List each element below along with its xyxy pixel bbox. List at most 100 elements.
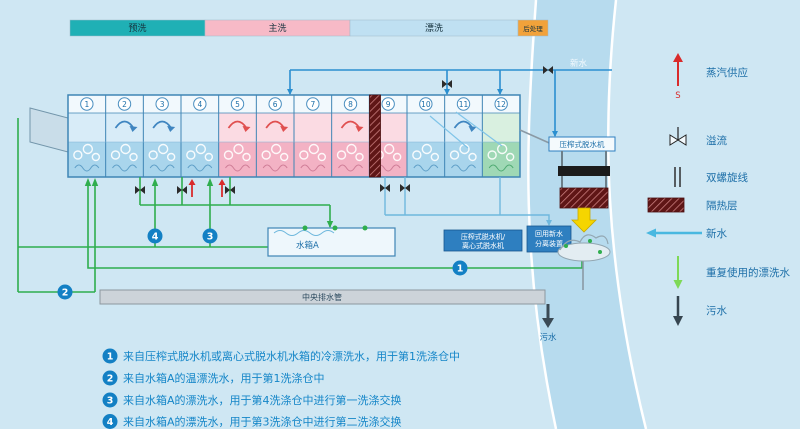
cascade-line-2: [455, 111, 503, 147]
drum-rotation-arrow: [152, 120, 172, 129]
side-legend-item-sewage-arrow: 污水: [673, 296, 727, 326]
compartment-10: 10: [406, 95, 445, 177]
compartment-number-badge: [193, 97, 207, 111]
compartment-1: 1: [67, 95, 106, 177]
drum-rotation-arrow: [265, 120, 285, 129]
compartment-number-badge: [155, 97, 169, 111]
sewage-arrow-icon: [542, 318, 554, 328]
tank-fitting: [302, 225, 308, 231]
side-legend-label: 溢流: [706, 134, 727, 147]
tank-fitting: [332, 225, 338, 231]
tank-a-label: 水箱A: [296, 240, 319, 251]
compartment-number-badge: [80, 97, 94, 111]
steam-s-label: S: [675, 91, 680, 101]
press-insulated-tank: [559, 187, 609, 209]
insulation-strip: [369, 94, 381, 178]
svg-text:1: 1: [107, 352, 114, 363]
compartment-5: 5: [218, 95, 257, 177]
compartment-number: 2: [122, 100, 127, 109]
river-edge-right: [606, 0, 648, 429]
fresh-water-top-label: 新水: [570, 58, 588, 69]
machine-outline: [67, 94, 521, 178]
wash-zone-legend-bar: 预洗 主洗 漂洗 后处理: [69, 19, 549, 37]
compartment-number: 12: [496, 100, 506, 109]
note-item-3: 3 来自水箱A的漂洗水，用于第4洗涤仓中进行第一洗涤交换: [102, 392, 402, 408]
valve-icon: [135, 186, 145, 194]
side-legend-label: 蒸汽供应: [706, 66, 748, 79]
svg-text:4: 4: [107, 417, 114, 428]
compartment-7: 7: [293, 95, 332, 177]
legend-segment-label: 主洗: [268, 22, 286, 34]
note-text: 来自水箱A的漂洗水，用于第4洗涤仓中进行第一洗涤交换: [123, 393, 402, 407]
note-item-1: 1 来自压榨式脱水机或离心式脱水机水箱的冷漂洗水，用于第1洗涤仓中: [102, 348, 460, 364]
drum-rotation-arrow: [340, 120, 361, 129]
legend-segment-2: 主洗: [204, 19, 351, 37]
side-legend-label: 新水: [706, 227, 727, 240]
sewage-label: 污水: [539, 332, 557, 343]
central-drain-pipe: 中央排水管: [99, 289, 546, 305]
svg-text:3: 3: [107, 396, 114, 407]
press-centrifuge-label-box: 压榨式脱水机/ 离心式脱水机: [443, 229, 523, 252]
river-edge-left: [527, 0, 558, 429]
drum-rotation-arrow: [227, 120, 248, 129]
valve-icon: [225, 186, 235, 194]
drum-rotation-arrow: [453, 120, 474, 129]
tank-fitting: [362, 225, 368, 231]
compartment-number-badge: [456, 97, 471, 111]
flow-marker-1: 1: [452, 260, 468, 276]
note-number-badge: [102, 414, 118, 429]
water-tank-a: 水箱A: [267, 225, 396, 257]
press-ram: [558, 166, 610, 176]
note-number-badge: [102, 348, 118, 364]
press-water-splash: [557, 242, 611, 262]
svg-text:4: 4: [152, 232, 159, 243]
flow-marker-3: 3: [202, 228, 218, 244]
valve-symbols: [135, 66, 553, 194]
compartment-number-badge: [494, 97, 508, 111]
side-legend-label: 隔热层: [706, 199, 738, 212]
valve-icon: [442, 80, 452, 88]
legend-segment-label: 漂洗: [425, 22, 443, 34]
flow-marker-2: 2: [57, 284, 73, 300]
side-legend-item-reused-rinse-arrow: 重复使用的漂洗水: [673, 256, 790, 289]
valve-icon: [543, 66, 553, 74]
legend-segment-label: 预洗: [128, 22, 146, 34]
compartment-number-badge: [306, 97, 320, 111]
side-legend-label: 双螺旋线: [706, 171, 748, 184]
drum-rotation-arrow: [114, 120, 135, 129]
valve-icon: [380, 184, 390, 192]
press-top-label-box: [548, 136, 616, 152]
side-legend-item-overflow-valve: 溢流: [669, 127, 727, 147]
note-text: 来自压榨式脱水机或离心式脱水机水箱的冷漂洗水，用于第1洗涤仓中: [123, 349, 460, 363]
central-drain-label: 中央排水管: [302, 292, 342, 302]
svg-text:3: 3: [207, 232, 214, 243]
cascade-line-1: [429, 115, 469, 149]
svg-text:分离装置: 分离装置: [535, 239, 563, 248]
compartment-8: 8: [331, 95, 370, 177]
compartment-number: 3: [160, 100, 165, 109]
svg-text:2: 2: [107, 374, 114, 385]
note-number-badge: [102, 370, 118, 386]
compartment-number-badge: [343, 97, 358, 111]
compartment-number: 5: [235, 100, 240, 109]
side-legend-label: 污水: [706, 305, 727, 317]
compartment-12: 12: [481, 95, 520, 177]
compartment-number: 11: [459, 100, 469, 109]
side-legend-label: 重复使用的漂洗水: [706, 266, 790, 279]
svg-text:离心式脱水机: 离心式脱水机: [462, 241, 504, 250]
compartment-6: 6: [255, 95, 294, 177]
svg-text:1: 1: [457, 264, 464, 275]
legend-segment-label: 后处理: [523, 24, 543, 33]
compartment-11: 11: [444, 95, 483, 177]
flow-markers: 4 3 2 1: [57, 228, 468, 300]
yellow-flow-arrow: [571, 207, 597, 233]
compartment-number: 6: [273, 100, 278, 109]
press-dewatering-unit: 压榨式脱水机: [548, 136, 616, 262]
sewage-outlet: 污水: [539, 304, 557, 343]
side-legend-item-insulation: 隔热层: [647, 197, 738, 213]
